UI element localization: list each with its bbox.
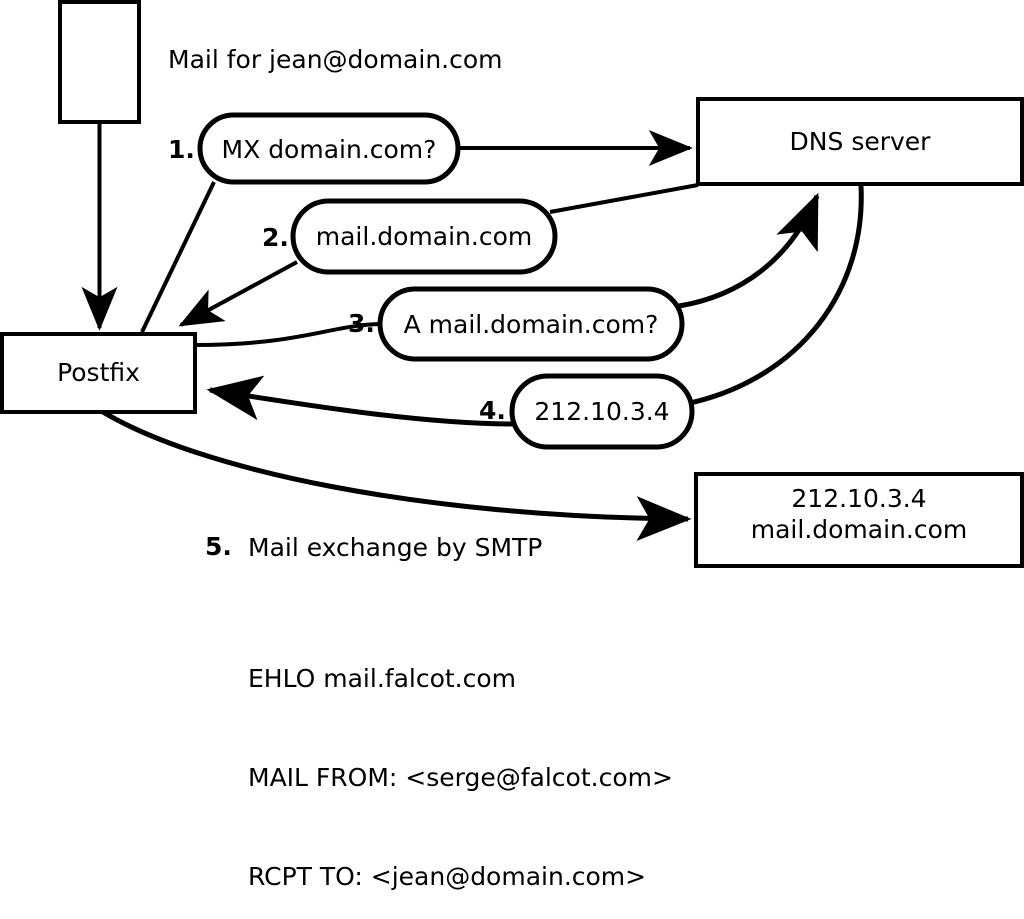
smtp-line: MAIL FROM: <serge@falcot.com> (248, 763, 673, 792)
step3-bubble (377, 286, 685, 362)
step1-bubble (197, 112, 461, 185)
step-number-3: 3. (348, 309, 375, 338)
smtp-line: EHLO mail.falcot.com (248, 664, 517, 693)
step-number-4: 4. (479, 396, 506, 425)
client-box (58, 0, 141, 124)
step-number-2: 2. (262, 223, 289, 252)
step5-label: Mail exchange by SMTP (248, 533, 543, 562)
step4-bubble (509, 373, 695, 450)
step4-arrow-to-postfix (206, 375, 514, 427)
smtp-line: RCPT TO: <jean@domain.com> (248, 862, 647, 891)
smtp-transcript: EHLO mail.falcot.com MAIL FROM: <serge@f… (248, 596, 673, 919)
step4-leg-dns (689, 185, 864, 406)
step3-leg-postfix (194, 322, 382, 347)
step3-arrow-to-dns (678, 192, 820, 309)
step1-leg-postfix (140, 181, 216, 333)
caption-mail-for: Mail for jean@domain.com (168, 45, 503, 74)
step2-bubble (290, 198, 558, 275)
step2-arrow-to-postfix (178, 260, 298, 327)
step-number-1: 1. (168, 135, 195, 164)
step-number-5: 5. (205, 532, 232, 561)
step5-arrow-to-mail-server (101, 409, 692, 542)
mail-server-box (694, 472, 1024, 568)
step2-leg-dns (549, 183, 699, 214)
postfix-box (0, 332, 197, 414)
dns-server-box (696, 97, 1024, 186)
